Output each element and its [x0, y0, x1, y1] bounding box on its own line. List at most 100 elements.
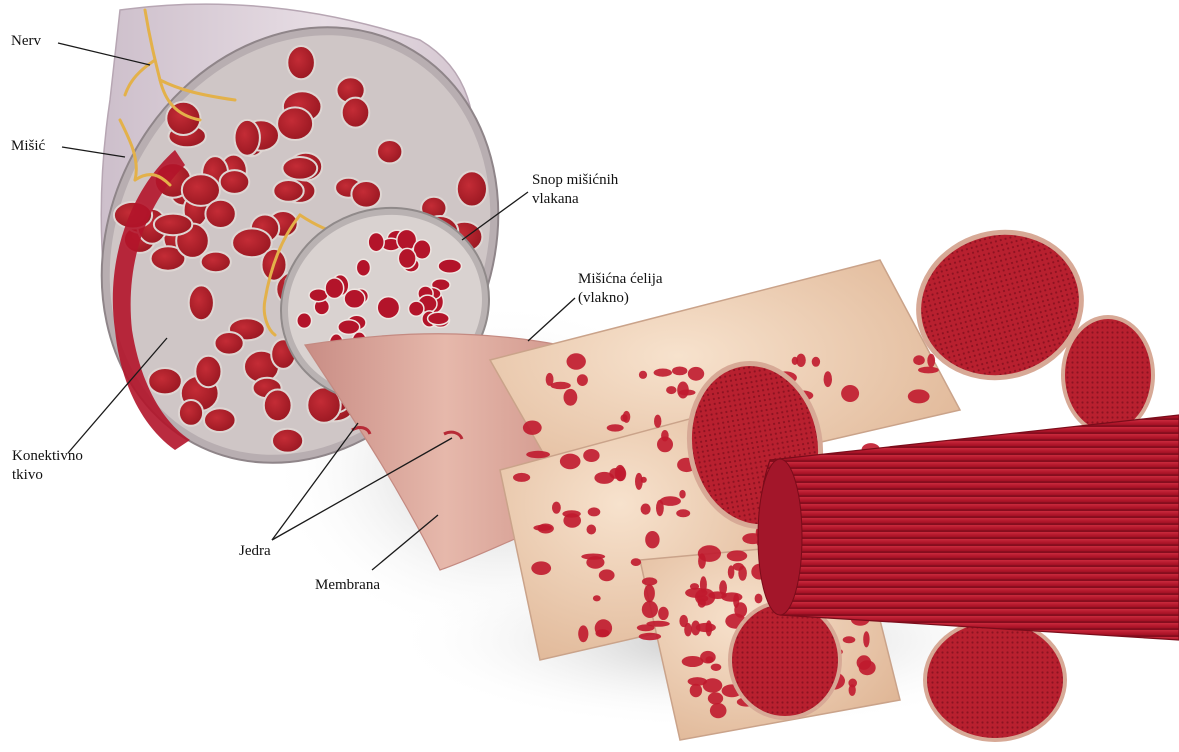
- myofibril-patch: [583, 449, 599, 462]
- fascicle: [457, 171, 487, 206]
- myofibril-patch: [710, 703, 727, 718]
- myofibril-patch: [645, 531, 659, 548]
- fascicle: [215, 332, 244, 355]
- myofibril-patch: [564, 389, 578, 406]
- label-nerve-text: Nerv: [11, 33, 41, 49]
- myofibril-patch: [841, 385, 859, 402]
- myofibril-patch: [690, 684, 702, 698]
- myofibril-end: [1063, 317, 1153, 433]
- muscle-fiber: [368, 233, 384, 252]
- myofibril-patch: [581, 554, 605, 560]
- fascicle: [195, 356, 221, 387]
- muscle-fiber: [438, 259, 461, 273]
- fascicle: [148, 368, 182, 394]
- fascicle: [205, 200, 235, 228]
- muscle-fiber: [344, 289, 365, 308]
- label-connective-line-2: tkivo: [12, 466, 83, 485]
- myofibril-patch: [621, 414, 628, 421]
- myofibril-patch: [607, 424, 624, 431]
- myofibril-patch: [796, 354, 806, 367]
- myofibril-patch: [738, 566, 747, 581]
- myofibril-patch: [728, 565, 735, 578]
- label-connective-tissue: Konektivno tkivo: [12, 447, 83, 485]
- myofibril-patch: [688, 367, 704, 381]
- label-muscle-cell: Mišićna ćelija (vlakno): [578, 270, 663, 308]
- label-membrane: Membrana: [315, 576, 380, 595]
- myofibril-patch: [812, 357, 820, 367]
- fascicle: [377, 140, 402, 163]
- myofibril-patch: [567, 353, 586, 369]
- myofibril-patch: [578, 625, 588, 642]
- myofibril-patch: [631, 558, 641, 566]
- fascicle: [287, 46, 315, 79]
- myofibril-patch: [657, 437, 673, 453]
- myofibril-patch: [577, 374, 588, 386]
- fascicle: [273, 180, 303, 202]
- myofibril-patch: [679, 490, 685, 499]
- label-cell-line-1: Mišićna ćelija: [578, 270, 663, 289]
- myofibril-patch: [513, 473, 530, 482]
- label-nerve: Nerv: [11, 32, 41, 51]
- myofibril-patch: [656, 500, 664, 516]
- myofibril-patch: [672, 367, 687, 376]
- myofibril-patch: [848, 679, 857, 688]
- muscle-fiber: [409, 301, 424, 316]
- myofibril-patch: [708, 692, 723, 704]
- myofibril-patch: [908, 389, 930, 403]
- fascicle: [154, 214, 192, 236]
- fascicle: [179, 400, 203, 426]
- myofibril-patch: [690, 583, 699, 590]
- myofibril-patch: [560, 454, 581, 470]
- fascicle: [277, 107, 313, 140]
- myofibril-end: [925, 620, 1065, 740]
- fascicle: [220, 170, 250, 194]
- muscle-fiber: [297, 313, 312, 329]
- myofibril-patch: [706, 656, 714, 663]
- myofibril-patch: [679, 390, 696, 396]
- myofibril-patch: [682, 656, 704, 667]
- label-membrane-text: Membrana: [315, 577, 380, 593]
- myofibril-patch: [654, 369, 672, 377]
- label-muscle-text: Mišić: [11, 138, 45, 154]
- myofibril-patch: [698, 598, 706, 607]
- myofibril-patch: [755, 594, 763, 604]
- myofibril-patch: [711, 664, 722, 671]
- label-muscle: Mišić: [11, 137, 45, 156]
- label-fascicle-bundle: Snop mišićnih vlakana: [532, 171, 618, 209]
- myofibril-patch: [927, 354, 935, 368]
- myofibril-patch: [644, 584, 655, 602]
- fascicle: [351, 181, 381, 208]
- label-nuclei: Jedra: [239, 542, 271, 561]
- myofibril-patch: [843, 636, 856, 643]
- myofibril-patch: [641, 504, 651, 515]
- myofibril-patch: [824, 371, 832, 387]
- fascicle: [189, 285, 214, 320]
- myofibril-patch: [913, 355, 925, 365]
- myofibril-patch: [859, 660, 876, 675]
- myofibril-patch: [599, 569, 615, 581]
- myofibril-patch: [635, 473, 643, 490]
- myofibril-patch: [523, 421, 542, 435]
- myofibril-patch: [696, 623, 716, 632]
- muscle-fiber: [398, 248, 416, 268]
- myofibril-patch: [533, 525, 552, 531]
- myofibril-end: [730, 602, 840, 718]
- myofibril-patch: [587, 525, 597, 535]
- myofibril-patch: [639, 633, 661, 640]
- myofibril-patch: [615, 465, 626, 481]
- myofibril-patch: [727, 550, 747, 561]
- myofibril-patch: [676, 509, 690, 517]
- fascicle: [264, 390, 292, 422]
- label-connective-line-1: Konektivno: [12, 447, 83, 466]
- myofibril-patch: [550, 382, 570, 390]
- myofibril-patch: [642, 577, 657, 585]
- myofibril-patch: [721, 592, 742, 601]
- myofibril-patch: [526, 451, 550, 458]
- myofibril-patch: [594, 472, 614, 484]
- myofibril-patch: [918, 367, 939, 374]
- label-fascicle-line-1: Snop mišićnih: [532, 171, 618, 190]
- label-fascicle-line-2: vlakana: [532, 190, 618, 209]
- myofibril-patch: [596, 629, 610, 637]
